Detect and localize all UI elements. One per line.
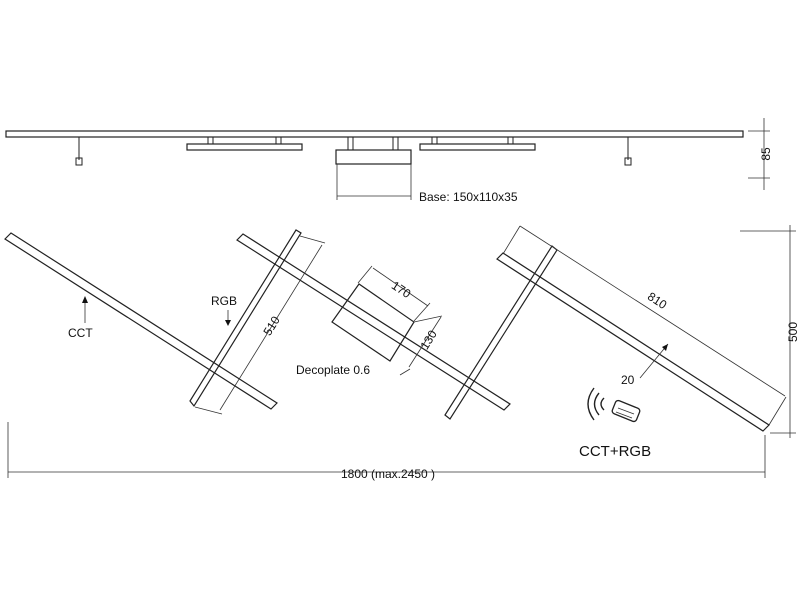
dim-510-ext-top [299,235,326,244]
dim-810-line [519,225,786,397]
width-total-label: 1800 (max.2450 ) [341,467,435,481]
dim-510-line [219,244,323,411]
side-pin-left-tip [75,157,83,166]
dim-810-ext-right [768,396,787,426]
dim-170-ext-left [357,265,373,284]
dim-810-ext-left [502,225,521,255]
dim-20-line [639,343,669,379]
cct-arrow-head [82,296,88,303]
decoplate-label: Decoplate 0.6 [296,363,370,377]
height-side-label: 85 [759,147,773,161]
side-main-bar [5,130,744,138]
side-base-box [335,149,412,165]
remote-control-icon [587,387,641,423]
side-right-connector-2 [507,136,514,145]
right-cross-bar [444,245,558,420]
side-base-connector-2 [392,136,399,151]
cct-rgb-label: CCT+RGB [579,443,651,460]
dim-20-arrow-head [662,344,668,351]
dim-130-line [408,316,442,368]
side-left-connector-2 [275,136,282,145]
dim-20-label: 20 [621,373,635,387]
side-right-bar [419,143,536,151]
side-left-bar [186,143,303,151]
cct-label: CCT [68,326,93,340]
dim-170-line [372,267,429,307]
dim-510-label: 510 [260,313,283,338]
side-right-connector-1 [431,136,438,145]
side-base-connector-1 [347,136,354,151]
side-left-connector-1 [207,136,214,145]
top-view: CCT RGB 510 170 130 Decoplate 0.6 810 20 [4,225,800,481]
left-long-bar [4,232,278,410]
dim-130-ext-bottom [399,368,411,376]
left-cross-bar [189,229,302,408]
dim-510-ext-bottom [194,406,223,415]
base-label: Base: 150x110x35 [419,190,518,204]
side-view: Base: 150x110x35 85 [5,118,773,204]
rgb-arrow-head [225,320,231,326]
rgb-label: RGB [211,294,237,308]
side-pin-right-tip [624,157,632,166]
dim-170-ext-right [413,302,431,322]
dim-130-ext-top [413,315,443,323]
middle-long-bar [236,233,511,411]
dim-500-label: 500 [786,322,800,342]
